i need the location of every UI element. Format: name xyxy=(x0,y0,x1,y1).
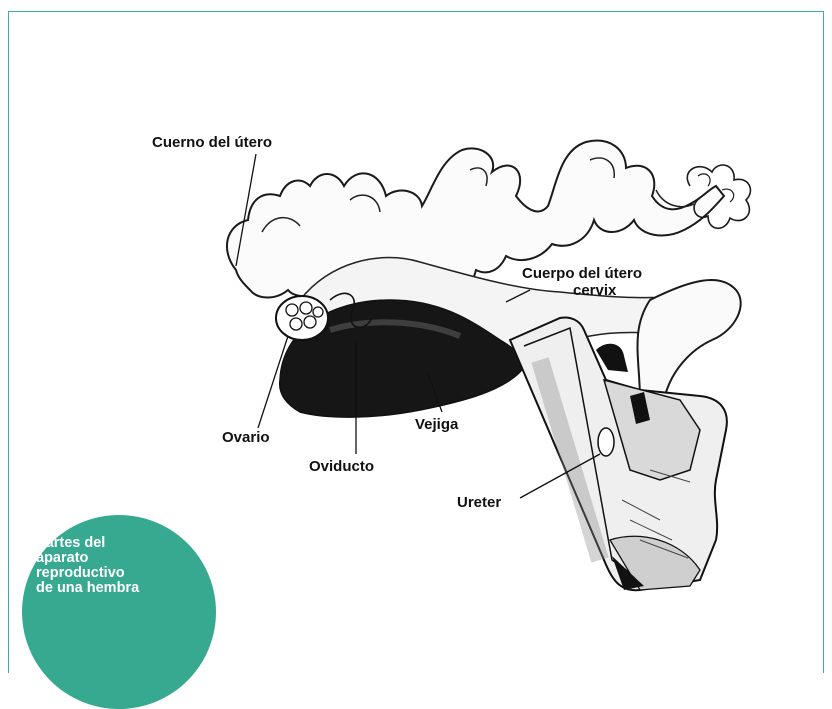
label-vejiga: Vejiga xyxy=(415,416,458,433)
label-ovario: Ovario xyxy=(222,429,270,446)
label-cuerpo-del-utero: Cuerpo del útero xyxy=(522,265,642,282)
caption-text: Partes del aparato reproductivo de una h… xyxy=(36,536,196,596)
label-oviducto: Oviducto xyxy=(309,458,374,475)
ovary-shape xyxy=(276,296,328,340)
uterine-horn-shape xyxy=(227,141,724,298)
label-cervix: cervix xyxy=(573,282,616,299)
label-cuerno-del-utero: Cuerno del útero xyxy=(152,134,272,151)
label-ureter: Ureter xyxy=(457,494,501,511)
